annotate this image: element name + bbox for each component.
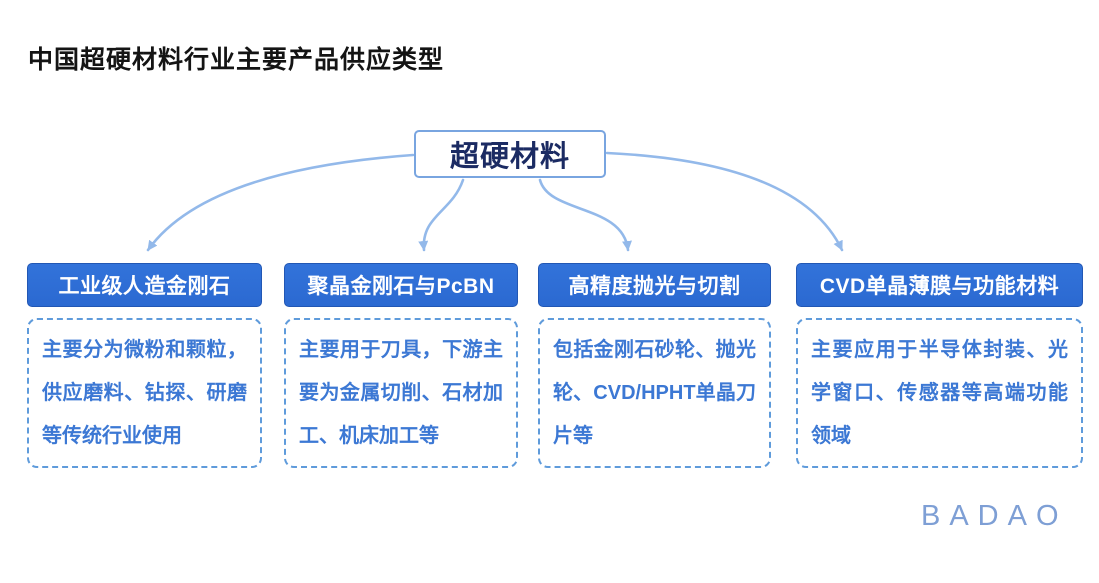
category-header-pcd-pcbn: 聚晶金刚石与PcBN — [284, 263, 518, 307]
category-description-cvd-film-functional-materials: 主要应用于半导体封装、光学窗口、传感器等高端功能领域 — [796, 318, 1083, 468]
category-header-cvd-film-functional-materials: CVD单晶薄膜与功能材料 — [796, 263, 1083, 307]
arrow-to-category-3 — [538, 178, 632, 252]
category-column-3: 高精度抛光与切割 包括金刚石砂轮、抛光轮、CVD/HPHT单晶刀片等 — [538, 263, 771, 468]
category-description-precision-polishing-cutting: 包括金刚石砂轮、抛光轮、CVD/HPHT单晶刀片等 — [538, 318, 771, 468]
category-description-pcd-pcbn: 主要用于刀具，下游主要为金属切削、石材加工、机床加工等 — [284, 318, 518, 468]
page-title: 中国超硬材料行业主要产品供应类型 — [28, 46, 445, 74]
category-header-precision-polishing-cutting: 高精度抛光与切割 — [538, 263, 771, 307]
category-column-4: CVD单晶薄膜与功能材料 主要应用于半导体封装、光学窗口、传感器等高端功能领域 — [796, 263, 1083, 468]
category-description-industrial-synthetic-diamond: 主要分为微粉和颗粒，供应磨料、钻探、研磨等传统行业使用 — [27, 318, 262, 468]
arrow-to-category-1 — [146, 153, 415, 252]
category-column-1: 工业级人造金刚石 主要分为微粉和颗粒，供应磨料、钻探、研磨等传统行业使用 — [27, 263, 262, 468]
category-column-2: 聚晶金刚石与PcBN 主要用于刀具，下游主要为金属切削、石材加工、机床加工等 — [284, 263, 518, 468]
badao-watermark: BADAO — [921, 500, 1068, 532]
category-header-industrial-synthetic-diamond: 工业级人造金刚石 — [27, 263, 262, 307]
arrow-to-category-4 — [605, 151, 844, 252]
arrow-to-category-2 — [418, 178, 465, 252]
center-node-superhard-materials: 超硬材料 — [414, 130, 606, 178]
